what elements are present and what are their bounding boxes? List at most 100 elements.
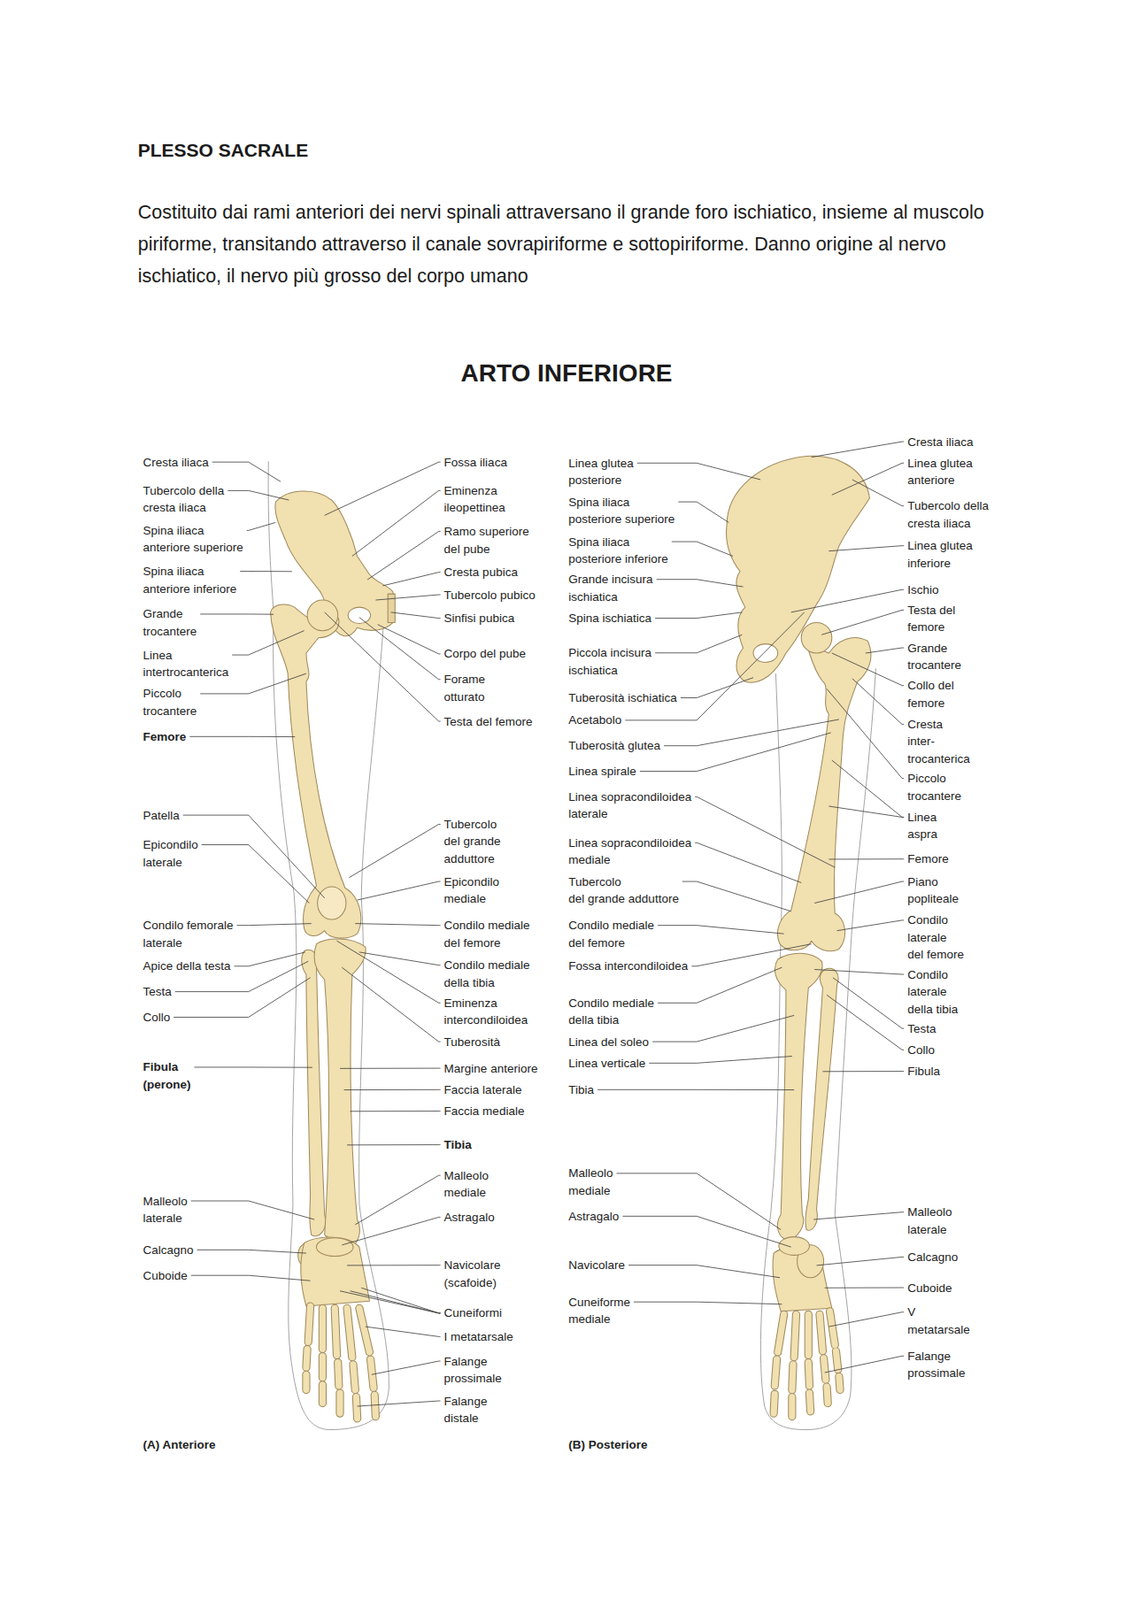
part-label: Grande incisura ischiatica	[568, 570, 653, 606]
part-label: Linea del soleo	[568, 1033, 649, 1052]
label-line: mediale	[568, 1312, 610, 1326]
label-line: cresta iliaca	[142, 500, 206, 515]
part-label: Linea verticale	[568, 1055, 646, 1073]
part-label: Calcagno	[142, 1241, 193, 1260]
fibula	[805, 968, 839, 1231]
label-line: laterale	[142, 855, 182, 870]
leader-line	[655, 634, 742, 654]
label-line: Malleolo	[907, 1205, 952, 1219]
label-line: Grande incisura	[568, 572, 653, 586]
part-label: Astragalo	[568, 1208, 619, 1226]
leader-line	[639, 732, 832, 772]
leader-line	[832, 978, 904, 1029]
bone-drawing	[268, 455, 876, 1430]
label-line: prossimale	[444, 1371, 502, 1386]
part-label: Faccia mediale	[444, 1102, 525, 1121]
part-label: Malleolo laterale	[142, 1193, 187, 1228]
leader-line	[694, 796, 835, 868]
label-line: Condilo mediale	[444, 918, 531, 933]
label-line: Cresta iliaca	[907, 435, 973, 449]
leader-line	[227, 490, 289, 501]
label-line: ischiatica	[568, 590, 618, 604]
part-label: Collo	[907, 1041, 935, 1060]
label-line: Falange	[444, 1395, 488, 1409]
leader-line	[354, 924, 440, 926]
label-line: Spina iliaca	[142, 564, 204, 579]
label-line: trocantere	[142, 624, 197, 639]
part-label: Cresta inter- trocanterica	[907, 716, 971, 769]
part-label: Linea glutea anteriore	[907, 454, 973, 490]
leader-line	[826, 688, 904, 779]
leader-line	[822, 1071, 904, 1072]
part-label: Epicondilo mediale	[444, 873, 500, 909]
leader-line	[680, 678, 754, 699]
leader-line	[231, 631, 304, 656]
part-label: Linea glutea inferiore	[907, 537, 973, 572]
part-label: I metatarsale	[444, 1328, 514, 1347]
part-label: Epicondilo laterale	[142, 836, 198, 871]
label-line: laterale	[568, 807, 608, 821]
label-line: Cresta iliaca	[142, 455, 209, 470]
label-line: Ramo superiore	[444, 524, 530, 539]
foot-bones-outline	[773, 1311, 841, 1418]
label-line: trocanterica	[907, 752, 971, 766]
part-label: Cuboide	[142, 1267, 187, 1286]
part-label: Tibia	[444, 1136, 472, 1155]
part-label: Piccola incisura ischiatica	[568, 644, 652, 679]
label-line: I metatarsale	[444, 1330, 514, 1344]
label-line: mediale	[444, 892, 486, 906]
foot-bones	[306, 1306, 376, 1419]
part-label: Condilo laterale della tibia	[907, 966, 958, 1019]
label-line: Linea sopracondiloidea	[568, 836, 692, 850]
label-line: prossimale	[907, 1366, 965, 1380]
label-line: Tibia	[568, 1083, 594, 1097]
part-label: Spina iliaca anteriore superiore	[142, 522, 243, 557]
label-line: Tuberosità ischiatica	[568, 691, 678, 705]
label-line: Collo del	[907, 678, 955, 693]
leader-line	[597, 1089, 794, 1091]
label-line: Tuberosità glutea	[568, 739, 661, 753]
part-label: Corpo del pube	[444, 645, 526, 663]
part-label: Condilo mediale del femore	[568, 917, 655, 952]
label-line: del femore	[444, 936, 501, 950]
label-line: Navicolare	[568, 1258, 625, 1272]
leader-line	[324, 462, 441, 516]
part-label: Cresta iliaca	[907, 433, 973, 452]
label-line: Acetabolo	[568, 713, 622, 727]
label-line: laterale	[142, 1211, 182, 1226]
leader-line	[173, 978, 310, 1018]
label-line: Tubercolo della	[142, 484, 224, 498]
leader-line	[246, 522, 277, 531]
label-line: posteriore superiore	[568, 512, 675, 526]
tibia	[774, 953, 823, 1241]
label-line: Testa	[142, 985, 171, 999]
leader-line	[341, 1217, 440, 1245]
leader-line	[234, 952, 306, 967]
label-line: (B) Posteriore	[568, 1438, 648, 1452]
leader-line	[337, 940, 441, 1003]
label-line: anteriore superiore	[142, 540, 243, 555]
leader-line	[652, 1015, 794, 1042]
label-line: Cresta pubica	[444, 565, 518, 579]
leader-line	[633, 1302, 782, 1305]
label-line: Piccolo	[907, 771, 947, 786]
part-label: Falange prossimale	[444, 1353, 502, 1388]
leader-line	[191, 1275, 311, 1281]
label-line: Grande	[907, 641, 948, 656]
label-line: Fossa intercondiloidea	[568, 959, 688, 973]
leader-line	[616, 1173, 782, 1231]
leader-line	[678, 501, 729, 523]
part-label: Cuneiformi	[444, 1304, 502, 1323]
part-label: Cresta iliaca	[142, 454, 209, 472]
part-label: Piano popliteale	[907, 873, 959, 909]
leader-line	[814, 881, 904, 903]
foot-bones	[773, 1311, 841, 1418]
label-line: del grande adduttore	[568, 892, 679, 906]
part-label: Spina ischiatica	[568, 609, 652, 628]
leader-line	[821, 609, 904, 635]
label-line: Linea	[142, 648, 172, 663]
leader-line	[359, 952, 441, 966]
leader-line	[655, 612, 742, 619]
part-label: Cuneiforme mediale	[568, 1294, 631, 1329]
leader-line	[865, 647, 904, 654]
